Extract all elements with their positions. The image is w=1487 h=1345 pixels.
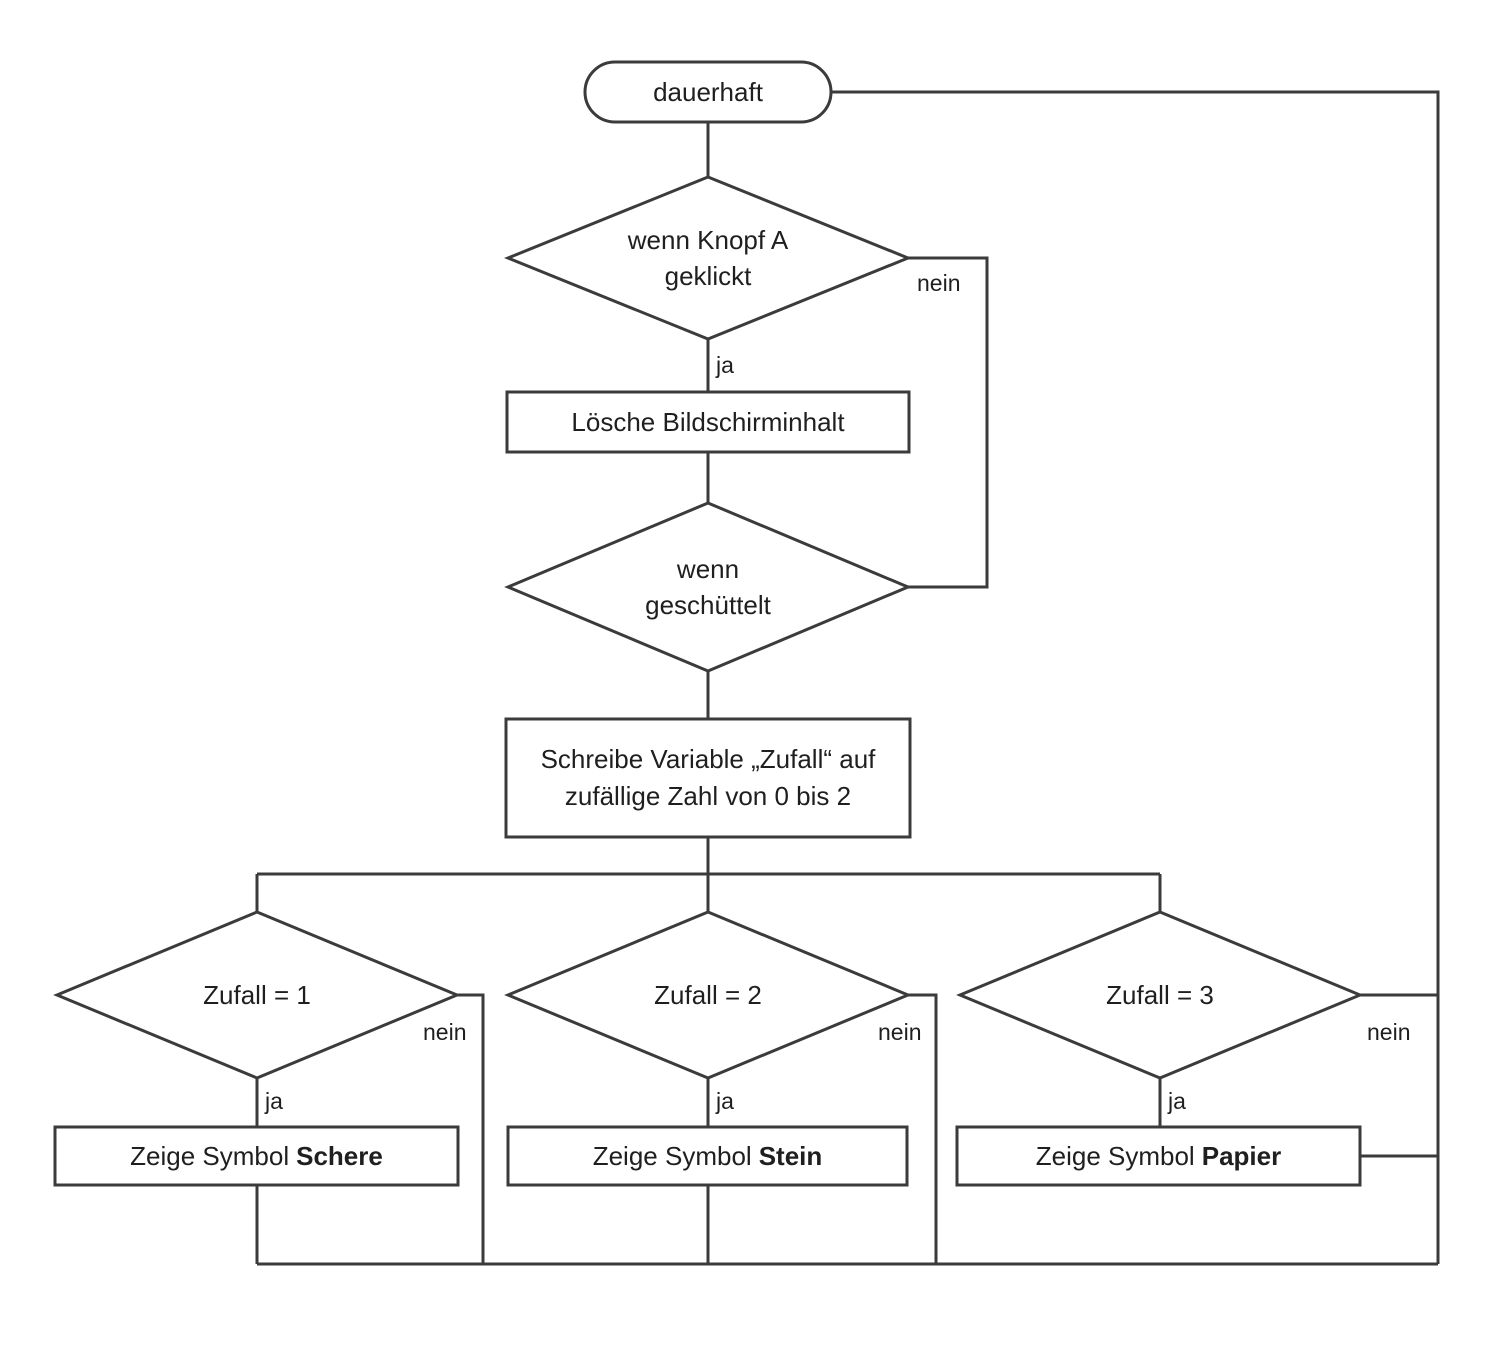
- decision-buttona-line2: geklickt: [664, 261, 752, 291]
- decision-shake-line2: geschüttelt: [645, 590, 771, 620]
- process-papier-shape: [955, 1125, 1362, 1187]
- process-random-line2: zufällige Zahl von 0 bis 2: [564, 781, 852, 811]
- decision-shake-label: wenn geschüttelt: [508, 503, 908, 671]
- process-papier-prefix: Zeige Symbol: [1035, 1141, 1195, 1171]
- process-stein-prefix: Zeige Symbol: [592, 1141, 752, 1171]
- edge-label-zufall1-nein: nein: [423, 1019, 467, 1045]
- edge-zufall2-nein: [908, 993, 938, 1264]
- edge-label-buttona-nein: nein: [917, 270, 961, 296]
- decision-buttona-label: wenn Knopf A geklickt: [508, 177, 908, 339]
- start-node-label: dauerhaft: [653, 77, 763, 107]
- process-schere-shape: [53, 1125, 460, 1187]
- process-papier-symbol: Papier: [1201, 1141, 1282, 1171]
- decision-zufall1-label: Zufall = 1: [203, 980, 311, 1010]
- decision-zufall2-shape: [504, 910, 912, 1080]
- process-schere-symbol: Schere: [296, 1141, 383, 1171]
- decision-zufall3-label: Zufall = 3: [1106, 980, 1214, 1010]
- edge-label-zufall2-nein: nein: [878, 1019, 922, 1045]
- edge-label-zufall2-ja: ja: [716, 1088, 734, 1114]
- decision-zufall2-label: Zufall = 2: [654, 980, 762, 1010]
- process-stein-shape: [506, 1125, 909, 1187]
- process-stein-label: Zeige Symbol Stein: [508, 1127, 907, 1185]
- edge-zufall1-nein: [457, 993, 485, 1264]
- process-schere-prefix: Zeige Symbol: [130, 1141, 290, 1171]
- edge-label-buttona-ja: ja: [716, 352, 734, 378]
- decision-buttona-line1: wenn Knopf A: [627, 225, 789, 255]
- process-random-shape: [504, 717, 912, 839]
- decision-shake-shape: [504, 501, 912, 673]
- edge-label-zufall1-ja: ja: [265, 1088, 283, 1114]
- decision-shake-line1: wenn: [676, 554, 740, 584]
- edge-loop-return: [831, 90, 1440, 1264]
- process-random-label: Schreibe Variable „Zufall“ auf zufällige…: [506, 719, 910, 837]
- decision-buttona-shape: [504, 175, 912, 341]
- process-clear-label: Lösche Bildschirminhalt: [571, 407, 845, 437]
- decision-zufall1-shape: [53, 910, 461, 1080]
- process-stein-symbol: Stein: [758, 1141, 823, 1171]
- process-random-line1: Schreibe Variable „Zufall“ auf: [540, 744, 876, 774]
- process-schere-label: Zeige Symbol Schere: [55, 1127, 458, 1185]
- process-papier-label: Zeige Symbol Papier: [957, 1127, 1360, 1185]
- edge-label-zufall3-ja: ja: [1168, 1088, 1186, 1114]
- edge-buttona-nein: [907, 256, 989, 589]
- process-clear-shape: [505, 390, 911, 454]
- decision-zufall3-shape: [956, 910, 1364, 1080]
- edge-label-zufall3-nein: nein: [1367, 1019, 1411, 1045]
- start-node-shape: [583, 60, 833, 124]
